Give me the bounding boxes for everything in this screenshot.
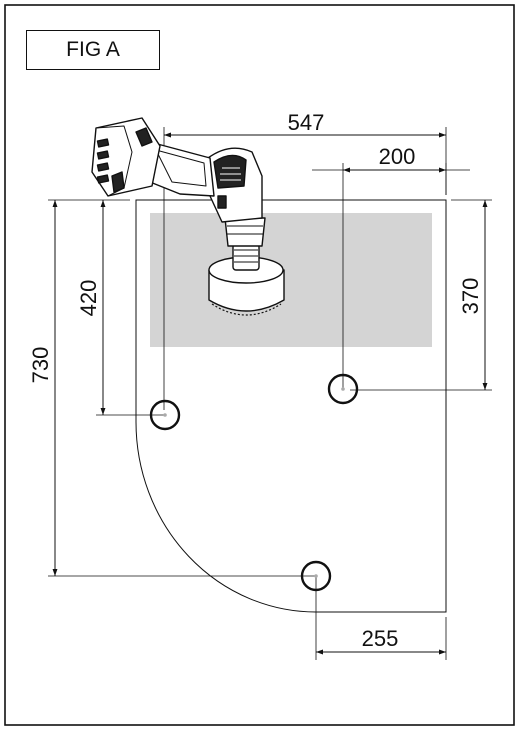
figure-label: FIG A [26,30,160,70]
hole-circle-icon [300,560,332,592]
dim-label-200: 200 [379,144,416,169]
shaded-area [150,213,432,347]
drill-with-hole-saw-icon [91,117,285,316]
dim-label-420: 420 [76,280,101,317]
hole-circle-icon [149,399,181,431]
dim-label-255: 255 [362,626,399,651]
dim-label-730: 730 [28,347,53,384]
outer-border [4,4,515,726]
dim-label-547: 547 [288,110,325,135]
dim-label-370: 370 [458,278,483,315]
hole-circle-icon [327,373,359,405]
